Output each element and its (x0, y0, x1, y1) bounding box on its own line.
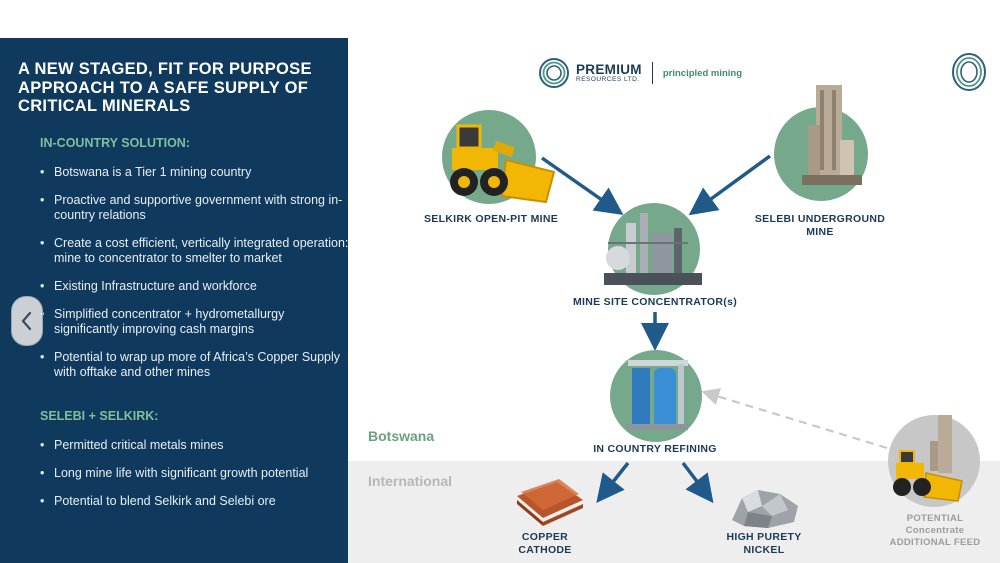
region-international-label: International (368, 473, 453, 489)
left-panel: A NEW STAGED, FIT FOR PURPOSE APPROACH T… (0, 38, 348, 563)
industrial-plant-icon (604, 213, 702, 285)
loader-and-headframe-icon (893, 415, 963, 502)
copper-label: COPPER CATHODE (518, 531, 572, 556)
logo-tagline: principled mining (662, 67, 743, 79)
arrow-potential-feed-to-refining (701, 388, 888, 450)
in-country-bullet-list: Botswana is a Tier 1 mining country Proa… (38, 165, 350, 380)
concentrator-image (604, 203, 702, 295)
section-heading-selebi-selkirk: SELEBI + SELKIRK: (40, 409, 159, 423)
previous-slide-button[interactable] (11, 296, 43, 346)
corner-ring-logo-icon (951, 52, 987, 97)
bullet-item: Long mine life with significant growth p… (40, 466, 350, 481)
headframe-building-icon (802, 85, 862, 185)
bullet-item: Simplified concentrator + hydrometallurg… (40, 307, 350, 337)
premium-ring-logo-icon (539, 58, 569, 88)
bullet-item: Proactive and supportive government with… (40, 193, 350, 223)
selebi-selkirk-bullet-list: Permitted critical metals mines Long min… (38, 438, 350, 509)
top-strip (0, 0, 1000, 38)
logo-subname: RESOURCES LTD. (576, 76, 640, 83)
bullet-item: Create a cost efficient, vertically inte… (40, 236, 350, 266)
wheel-loader-icon (450, 124, 556, 204)
selkirk-mine-image (442, 110, 556, 204)
bullet-item: Permitted critical metals mines (40, 438, 350, 453)
selebi-mine-image (774, 85, 868, 201)
potential-feed-label: POTENTIAL Concentrate ADDITIONAL FEED (889, 513, 981, 548)
refining-image (610, 350, 702, 442)
slide-title: A NEW STAGED, FIT FOR PURPOSE APPROACH T… (18, 60, 312, 115)
selkirk-label: SELKIRK OPEN-PIT MINE (423, 213, 559, 225)
bullet-item: Potential to wrap up more of Africa’s Co… (40, 350, 350, 380)
chevron-left-icon (21, 311, 32, 331)
logo-divider (651, 62, 653, 84)
arrow-refining-to-nickel (681, 461, 714, 504)
refining-label: IN COUNTRY REFINING (593, 443, 717, 455)
arrow-refining-to-copper (596, 461, 630, 503)
logo-name: PREMIUM (576, 62, 642, 77)
section-heading-in-country: IN-COUNTRY SOLUTION: (40, 136, 190, 150)
bullet-item: Botswana is a Tier 1 mining country (40, 165, 350, 180)
refinery-tank-icon (626, 360, 688, 430)
nickel-label: HIGH PURETY NICKEL (726, 531, 802, 556)
company-logo: PREMIUM RESOURCES LTD. principled mining (538, 55, 742, 91)
copper-cathode-image (517, 479, 583, 526)
selebi-label: SELEBI UNDERGROUND MINE (754, 213, 886, 238)
region-botswana-label: Botswana (368, 428, 435, 444)
potential-feed-image (888, 415, 980, 507)
arrow-selebi-to-concentrator (688, 154, 772, 216)
nickel-image (732, 490, 798, 528)
bullet-item: Existing Infrastructure and workforce (40, 279, 350, 294)
bullet-item: Potential to blend Selkirk and Selebi or… (40, 494, 350, 509)
arrow-selkirk-to-concentrator (540, 156, 624, 216)
concentrator-label: MINE SITE CONCENTRATOR(s) (572, 296, 738, 308)
